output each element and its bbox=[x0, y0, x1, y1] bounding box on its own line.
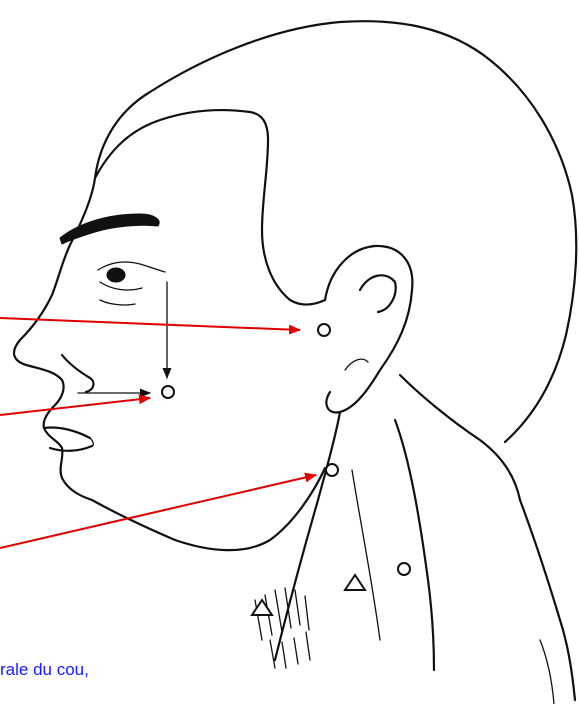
ear-outer bbox=[325, 246, 412, 413]
point-cheek bbox=[162, 386, 174, 398]
neck-muscle bbox=[395, 420, 434, 670]
eye-crease bbox=[100, 300, 135, 305]
shoulder bbox=[520, 500, 575, 700]
eyebrow bbox=[60, 214, 159, 244]
eye-iris bbox=[107, 268, 125, 282]
pointer-arrow-ear bbox=[0, 318, 300, 330]
lower-lip bbox=[50, 446, 92, 451]
caption-text: rale du cou, bbox=[0, 660, 89, 680]
shoulder-inner bbox=[540, 640, 554, 704]
point-jaw-angle bbox=[326, 464, 338, 476]
point-ear-front bbox=[318, 324, 330, 336]
triangle-marker-right bbox=[345, 575, 365, 590]
neck-tendon bbox=[352, 470, 380, 640]
neck-back bbox=[400, 375, 520, 500]
eye-lower-lid bbox=[100, 282, 142, 290]
pointer-arrow-jaw bbox=[0, 475, 316, 548]
nose bbox=[62, 355, 93, 392]
head-outline bbox=[95, 21, 576, 442]
point-neck-side bbox=[398, 563, 410, 575]
mouth-corner bbox=[90, 438, 93, 446]
ear-inner bbox=[360, 275, 396, 312]
ear-lobe-fold bbox=[345, 359, 368, 370]
pointer-arrow-cheek bbox=[0, 398, 150, 415]
hairline bbox=[95, 110, 325, 304]
eye-upper-lid bbox=[98, 262, 165, 272]
